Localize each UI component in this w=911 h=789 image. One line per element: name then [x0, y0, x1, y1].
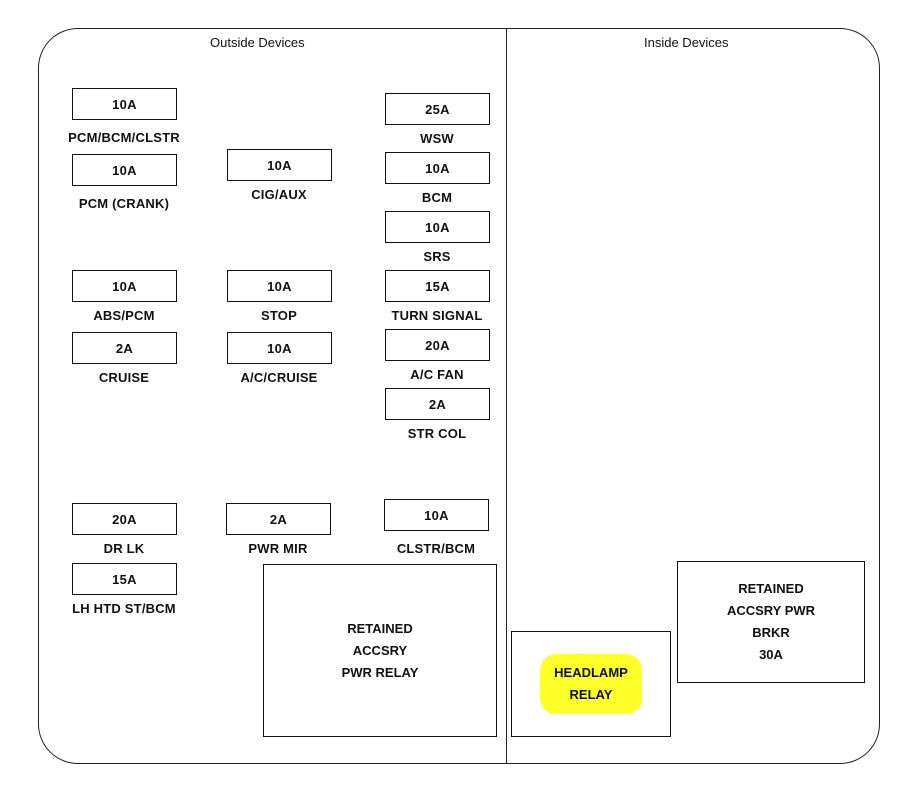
breaker-line-4: 30A [759, 647, 783, 662]
fuse-pcm-bcm-clstr: 10A [72, 88, 177, 120]
fuse-abs-pcm: 10A [72, 270, 177, 302]
fuse-panel-outline [38, 28, 880, 764]
fuse-label-pwr-mir: PWR MIR [248, 541, 308, 556]
headlamp-line-2: RELAY [569, 687, 613, 702]
fuse-stop: 10A [227, 270, 332, 302]
retained-accessory-power-relay: RETAINED ACCSRY PWR RELAY [263, 564, 497, 737]
fuse-bcm: 10A [385, 152, 490, 184]
fuse-pwr-mir: 2A [226, 503, 331, 535]
fuse-label-ac-cruise: A/C/CRUISE [240, 370, 318, 385]
fuse-label-srs: SRS [423, 249, 451, 264]
highlight-marker: HEADLAMP RELAY [540, 654, 642, 714]
fuse-label-bcm: BCM [421, 190, 453, 205]
fuse-label-cig-aux: CIG/AUX [251, 187, 307, 202]
fuse-str-col: 2A [385, 388, 490, 420]
outside-devices-title: Outside Devices [210, 35, 305, 50]
fuse-label-wsw: WSW [420, 131, 454, 146]
fuse-label-dr-lk: DR LK [103, 541, 145, 556]
fuse-label-pcm-bcm-clstr: PCM/BCM/CLSTR [68, 130, 180, 145]
fuse-label-ac-fan: A/C FAN [410, 367, 464, 382]
retained-accessory-power-breaker: RETAINED ACCSRY PWR BRKR 30A [677, 561, 865, 683]
fuse-pcm-crank: 10A [72, 154, 177, 186]
fuse-turn-signal: 15A [385, 270, 490, 302]
fuse-srs: 10A [385, 211, 490, 243]
breaker-line-3: BRKR [752, 625, 790, 640]
breaker-line-2: ACCSRY PWR [726, 603, 816, 618]
breaker-line-1: RETAINED [738, 581, 804, 596]
fuse-label-turn-signal: TURN SIGNAL [391, 308, 483, 323]
fuse-label-stop: STOP [261, 308, 297, 323]
fuse-ac-cruise: 10A [227, 332, 332, 364]
fuse-label-clstr-bcm: CLSTR/BCM [396, 541, 476, 556]
fuse-label-lh-htd-st-bcm: LH HTD ST/BCM [72, 601, 176, 616]
headlamp-relay: HEADLAMP RELAY [511, 631, 671, 737]
fuse-cruise: 2A [72, 332, 177, 364]
relay-line-2: ACCSRY [352, 642, 408, 658]
fuse-ac-fan: 20A [385, 329, 490, 361]
fuse-dr-lk: 20A [72, 503, 177, 535]
section-divider [506, 28, 507, 764]
headlamp-line-1: HEADLAMP [554, 665, 628, 680]
inside-devices-title: Inside Devices [644, 35, 729, 50]
fuse-lh-htd-st-bcm: 15A [72, 563, 177, 595]
fuse-label-pcm-crank: PCM (CRANK) [78, 196, 170, 211]
fuse-label-abs-pcm: ABS/PCM [93, 308, 155, 323]
fuse-wsw: 25A [385, 93, 490, 125]
fuse-cig-aux: 10A [227, 149, 332, 181]
fuse-label-str-col: STR COL [407, 426, 467, 441]
relay-line-1: RETAINED [347, 620, 413, 636]
fuse-clstr-bcm: 10A [384, 499, 489, 531]
fuse-label-cruise: CRUISE [98, 370, 150, 385]
relay-line-3: PWR RELAY [341, 664, 419, 680]
